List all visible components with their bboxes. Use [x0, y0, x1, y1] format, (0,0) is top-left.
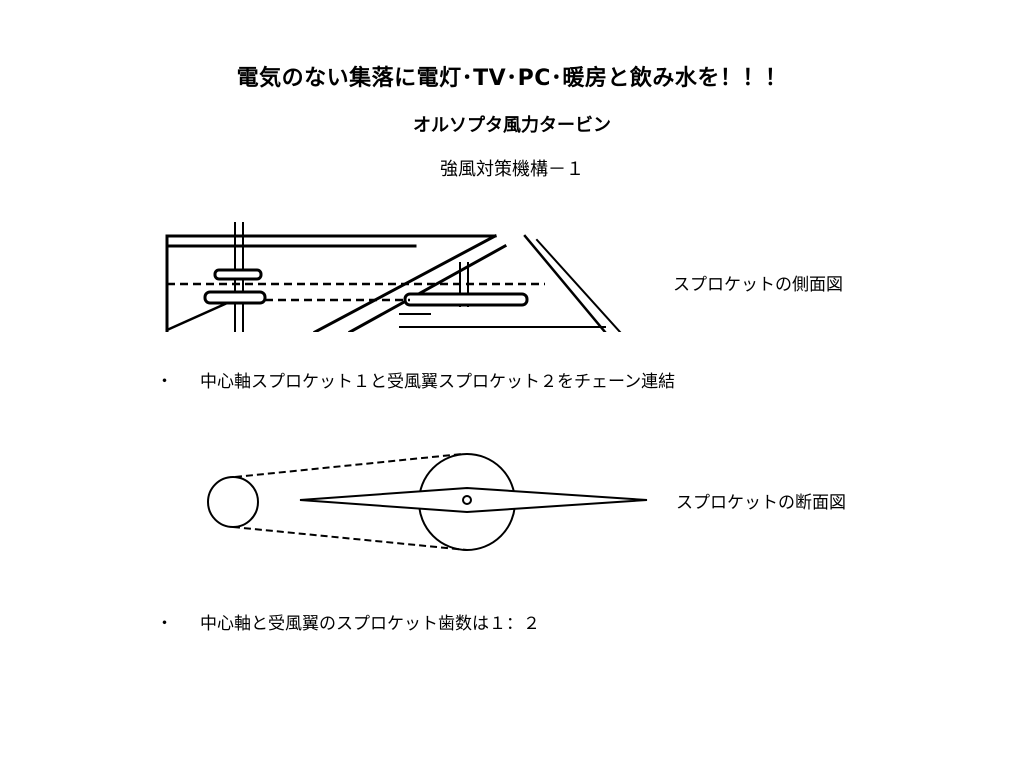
- section-title: 強風対策機構－１: [440, 159, 584, 180]
- slide-subtitle: オルソプタ風力タービン: [413, 115, 611, 136]
- sprocket-cross-section-drawing: [175, 420, 675, 580]
- bullet-marker: ・: [156, 614, 173, 634]
- bullet-text: 中心軸スプロケット１と受風翼スプロケット２をチェーン連結: [200, 372, 676, 392]
- slide-title: 電気のない集落に電灯･TV･PC･暖房と飲み水を！！！: [236, 66, 788, 91]
- sprocket-side-view-drawing: [165, 222, 665, 332]
- bullet-marker: ・: [156, 372, 173, 392]
- cross-section-caption: スプロケットの断面図: [676, 493, 846, 513]
- side-view-caption: スプロケットの側面図: [673, 275, 843, 295]
- bullet-text: 中心軸と受風翼のスプロケット歯数は１：２: [200, 614, 540, 634]
